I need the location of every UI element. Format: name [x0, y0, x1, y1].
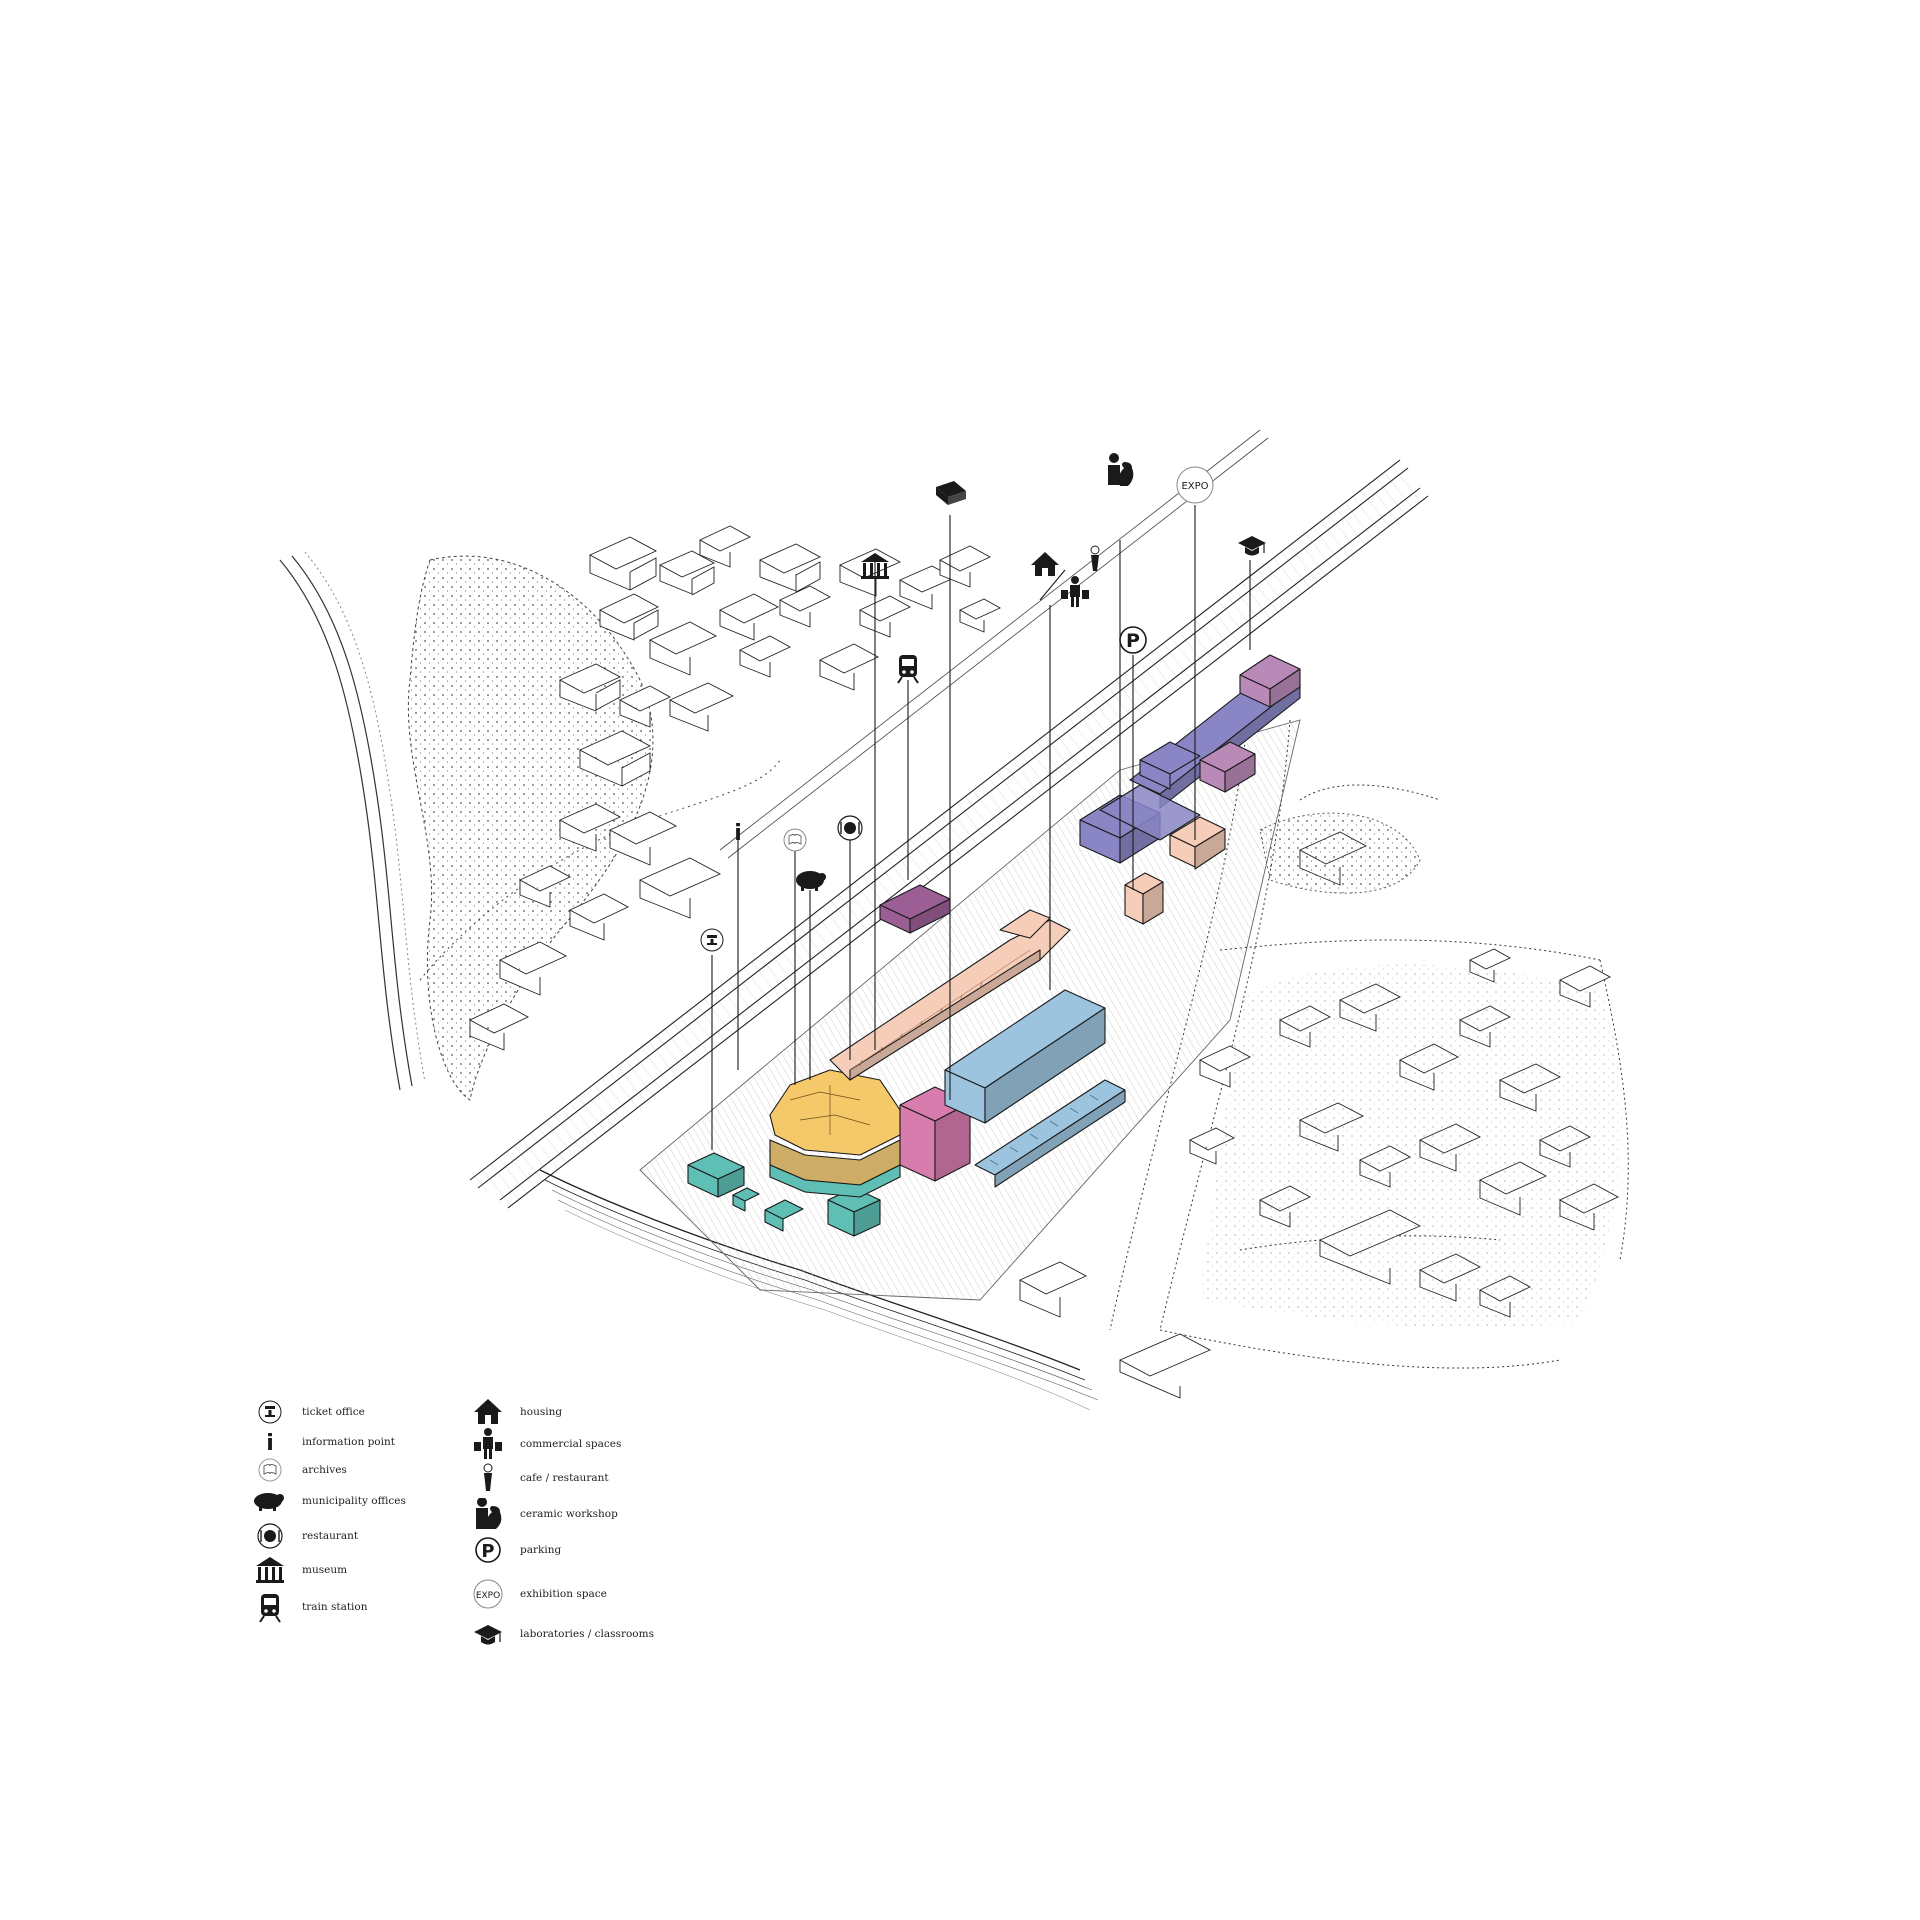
train-station-icon	[252, 1591, 288, 1623]
legend-label: municipality offices	[302, 1495, 406, 1507]
svg-text:i: i	[266, 1431, 274, 1456]
restaurant-icon	[252, 1520, 288, 1552]
legend: ticket office i information point archives m…	[252, 1396, 692, 1676]
graduation-icon	[470, 1618, 506, 1650]
museum-icon	[252, 1554, 288, 1586]
legend-label: ceramic workshop	[520, 1508, 618, 1520]
parking-icon: P	[470, 1534, 506, 1566]
building-yellow	[769, 1069, 901, 1198]
river-left	[279, 559, 401, 1091]
legend-item-ticket-office: ticket office	[252, 1396, 365, 1428]
legend-item-municipality: municipality offices	[252, 1485, 406, 1517]
legend-item-cafe: cafe / restaurant	[470, 1462, 609, 1494]
ceramic-workshop-icon	[470, 1498, 506, 1530]
legend-label: parking	[520, 1544, 562, 1556]
information-icon: i	[734, 821, 742, 846]
legend-label: archives	[302, 1464, 347, 1476]
train-station-icon	[897, 655, 919, 684]
legend-item-archives: archives	[252, 1454, 347, 1486]
legend-label: information point	[302, 1436, 395, 1448]
legend-item-commercial: commercial spaces	[470, 1428, 621, 1460]
legend-label: restaurant	[302, 1530, 359, 1542]
parking-icon: P	[1119, 626, 1147, 654]
legend-label: train station	[302, 1601, 368, 1613]
railway	[469, 429, 1429, 1209]
legend-item-graduation: laboratories / classrooms	[470, 1618, 654, 1650]
svg-text:EXPO: EXPO	[1181, 481, 1208, 492]
restaurant-icon	[837, 815, 863, 841]
legend-item-ceramic-workshop: ceramic workshop	[470, 1498, 618, 1530]
pin-icons: i	[700, 453, 1266, 952]
legend-item-information: i information point	[252, 1426, 395, 1458]
cafe-icon	[470, 1462, 506, 1494]
ticket-office-icon	[700, 928, 724, 952]
archives-book-icon	[936, 481, 966, 505]
legend-label: museum	[302, 1564, 348, 1576]
ticket-office-icon	[252, 1396, 288, 1428]
wooded-hill	[407, 555, 654, 1101]
legend-label: housing	[520, 1406, 563, 1418]
housing-icon	[1031, 552, 1059, 576]
legend-item-museum: museum	[252, 1554, 347, 1586]
svg-text:EXPO: EXPO	[476, 1591, 500, 1601]
housing-icon	[470, 1396, 506, 1428]
legend-label: laboratories / classrooms	[520, 1628, 654, 1640]
legend-item-restaurant: restaurant	[252, 1520, 358, 1552]
legend-item-train-station: train station	[252, 1591, 368, 1623]
north-village	[469, 525, 1001, 1051]
information-icon: i	[252, 1426, 288, 1458]
svg-text:P: P	[1126, 630, 1140, 652]
municipality-icon	[252, 1485, 288, 1517]
legend-label: commercial spaces	[520, 1438, 622, 1450]
archives-icon	[783, 828, 807, 852]
context-layer	[279, 429, 1629, 1411]
cafe-icon	[1090, 545, 1100, 571]
museum-icon	[861, 553, 889, 579]
expo-icon: EXPO	[1176, 466, 1214, 504]
expo-icon: EXPO	[470, 1578, 506, 1610]
east-wooded	[1259, 812, 1421, 894]
building-blue	[944, 989, 1126, 1188]
ceramic-workshop-icon	[1108, 453, 1134, 486]
legend-label: cafe / restaurant	[520, 1472, 609, 1484]
commercial-icon	[1061, 576, 1089, 607]
commercial-icon	[470, 1428, 506, 1460]
building-purple-small	[879, 884, 951, 934]
svg-text:P: P	[481, 1541, 494, 1562]
archives-icon	[252, 1454, 288, 1486]
municipality-icon	[796, 871, 826, 891]
graduation-icon	[1238, 536, 1266, 556]
legend-label: exhibition space	[520, 1588, 607, 1600]
legend-label: ticket office	[302, 1406, 365, 1418]
building-peach-east	[1124, 816, 1226, 925]
legend-item-expo: EXPO exhibition space	[470, 1578, 607, 1610]
legend-item-housing: housing	[470, 1396, 562, 1428]
leader-lines	[711, 505, 1251, 1150]
